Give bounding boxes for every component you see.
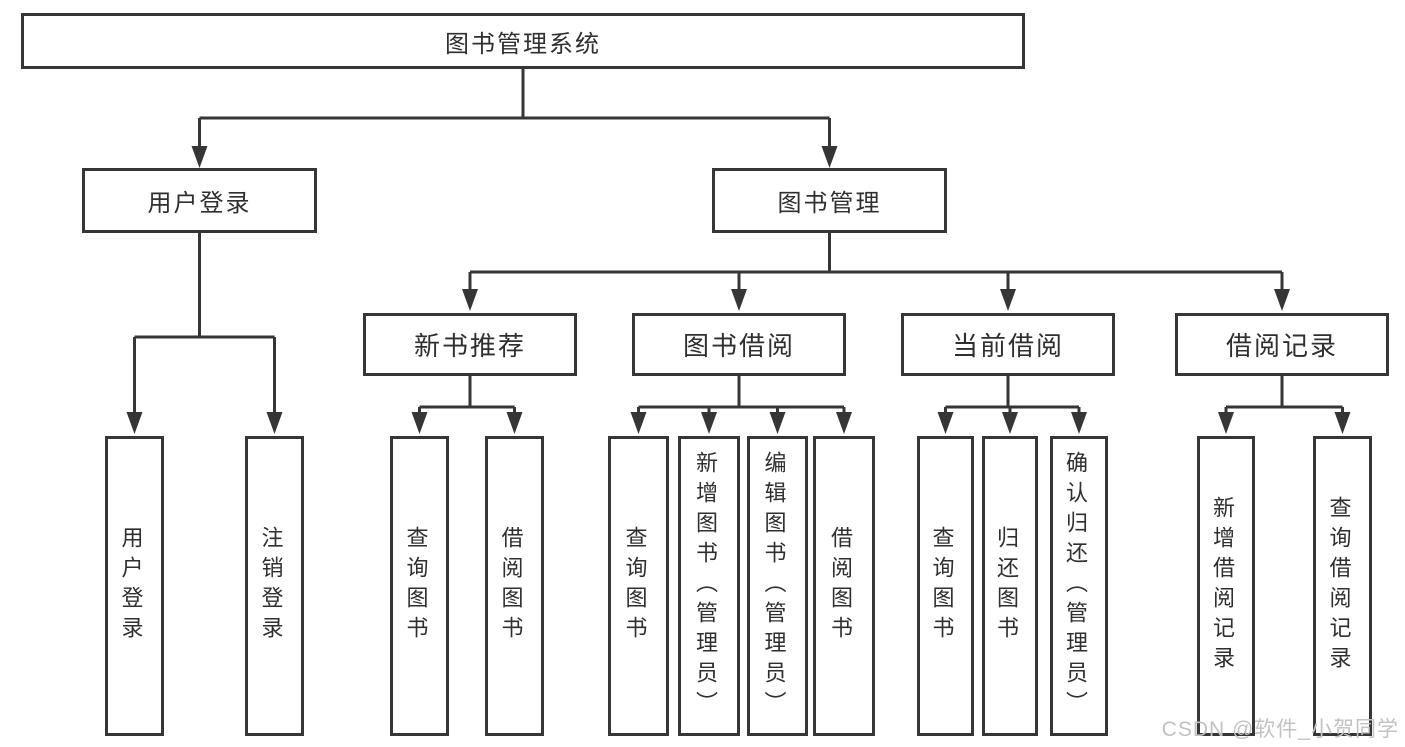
leaf-confirm-return-admin: 确认归还（管理员） [1050, 436, 1108, 736]
leaf-borrow-books: 借阅图书 [813, 436, 875, 736]
node-user-login: 用户登录 [82, 168, 317, 233]
node-current-borrow: 当前借阅 [901, 313, 1115, 376]
arrowhead [411, 412, 428, 434]
edge-book-management-to-level2 [468, 233, 1284, 294]
arrowhead [1218, 412, 1234, 434]
node-book-management: 图书管理 [712, 168, 947, 233]
leaf-edit-books-admin: 编辑图书（管理员） [747, 436, 808, 736]
edge-user-login-to-children [133, 233, 276, 418]
leaf-logout: 注销登录 [245, 436, 304, 736]
arrowhead [731, 289, 747, 311]
leaf-borrow-books-recommend: 借阅图书 [485, 436, 544, 736]
leaf-query-books-current: 查询图书 [917, 436, 974, 736]
arrowhead [1274, 289, 1290, 311]
arrowhead [126, 412, 143, 434]
leaf-query-borrow-record: 查询借阅记录 [1313, 436, 1372, 736]
node-new-book-recommend: 新书推荐 [363, 313, 577, 376]
leaf-query-books-borrow: 查询图书 [608, 436, 669, 736]
arrowhead [1000, 289, 1016, 311]
leaf-user-login: 用户登录 [105, 436, 164, 736]
leaf-add-borrow-record: 新增借阅记录 [1197, 436, 1255, 736]
edge-current-borrow-to-children [944, 376, 1081, 418]
arrowhead [937, 412, 954, 434]
arrowhead [1002, 412, 1018, 434]
arrowhead [1334, 412, 1351, 434]
edge-book-borrow-to-children [637, 376, 846, 418]
node-book-borrow: 图书借阅 [632, 313, 846, 376]
node-root: 图书管理系统 [21, 13, 1025, 69]
edge-root-to-level1 [198, 68, 831, 150]
arrowhead [630, 412, 647, 434]
leaf-add-books-admin: 新增图书（管理员） [678, 436, 740, 736]
edge-new-book-recommend-to-children [418, 376, 516, 418]
leaf-return-books: 归还图书 [982, 436, 1038, 736]
arrowhead [769, 412, 786, 434]
arrowhead [821, 146, 838, 168]
edge-borrow-records-to-children [1224, 376, 1344, 418]
watermark: CSDN @软件_小贺同学 [1161, 718, 1399, 741]
arrowhead [266, 412, 283, 434]
leaf-query-books-recommend: 查询图书 [390, 436, 449, 736]
arrowhead [701, 412, 717, 434]
arrowhead [462, 289, 478, 311]
node-borrow-records: 借阅记录 [1175, 313, 1389, 376]
arrowhead [1071, 412, 1087, 434]
arrowhead [506, 412, 523, 434]
arrowhead [191, 146, 208, 168]
arrowhead [836, 412, 852, 434]
